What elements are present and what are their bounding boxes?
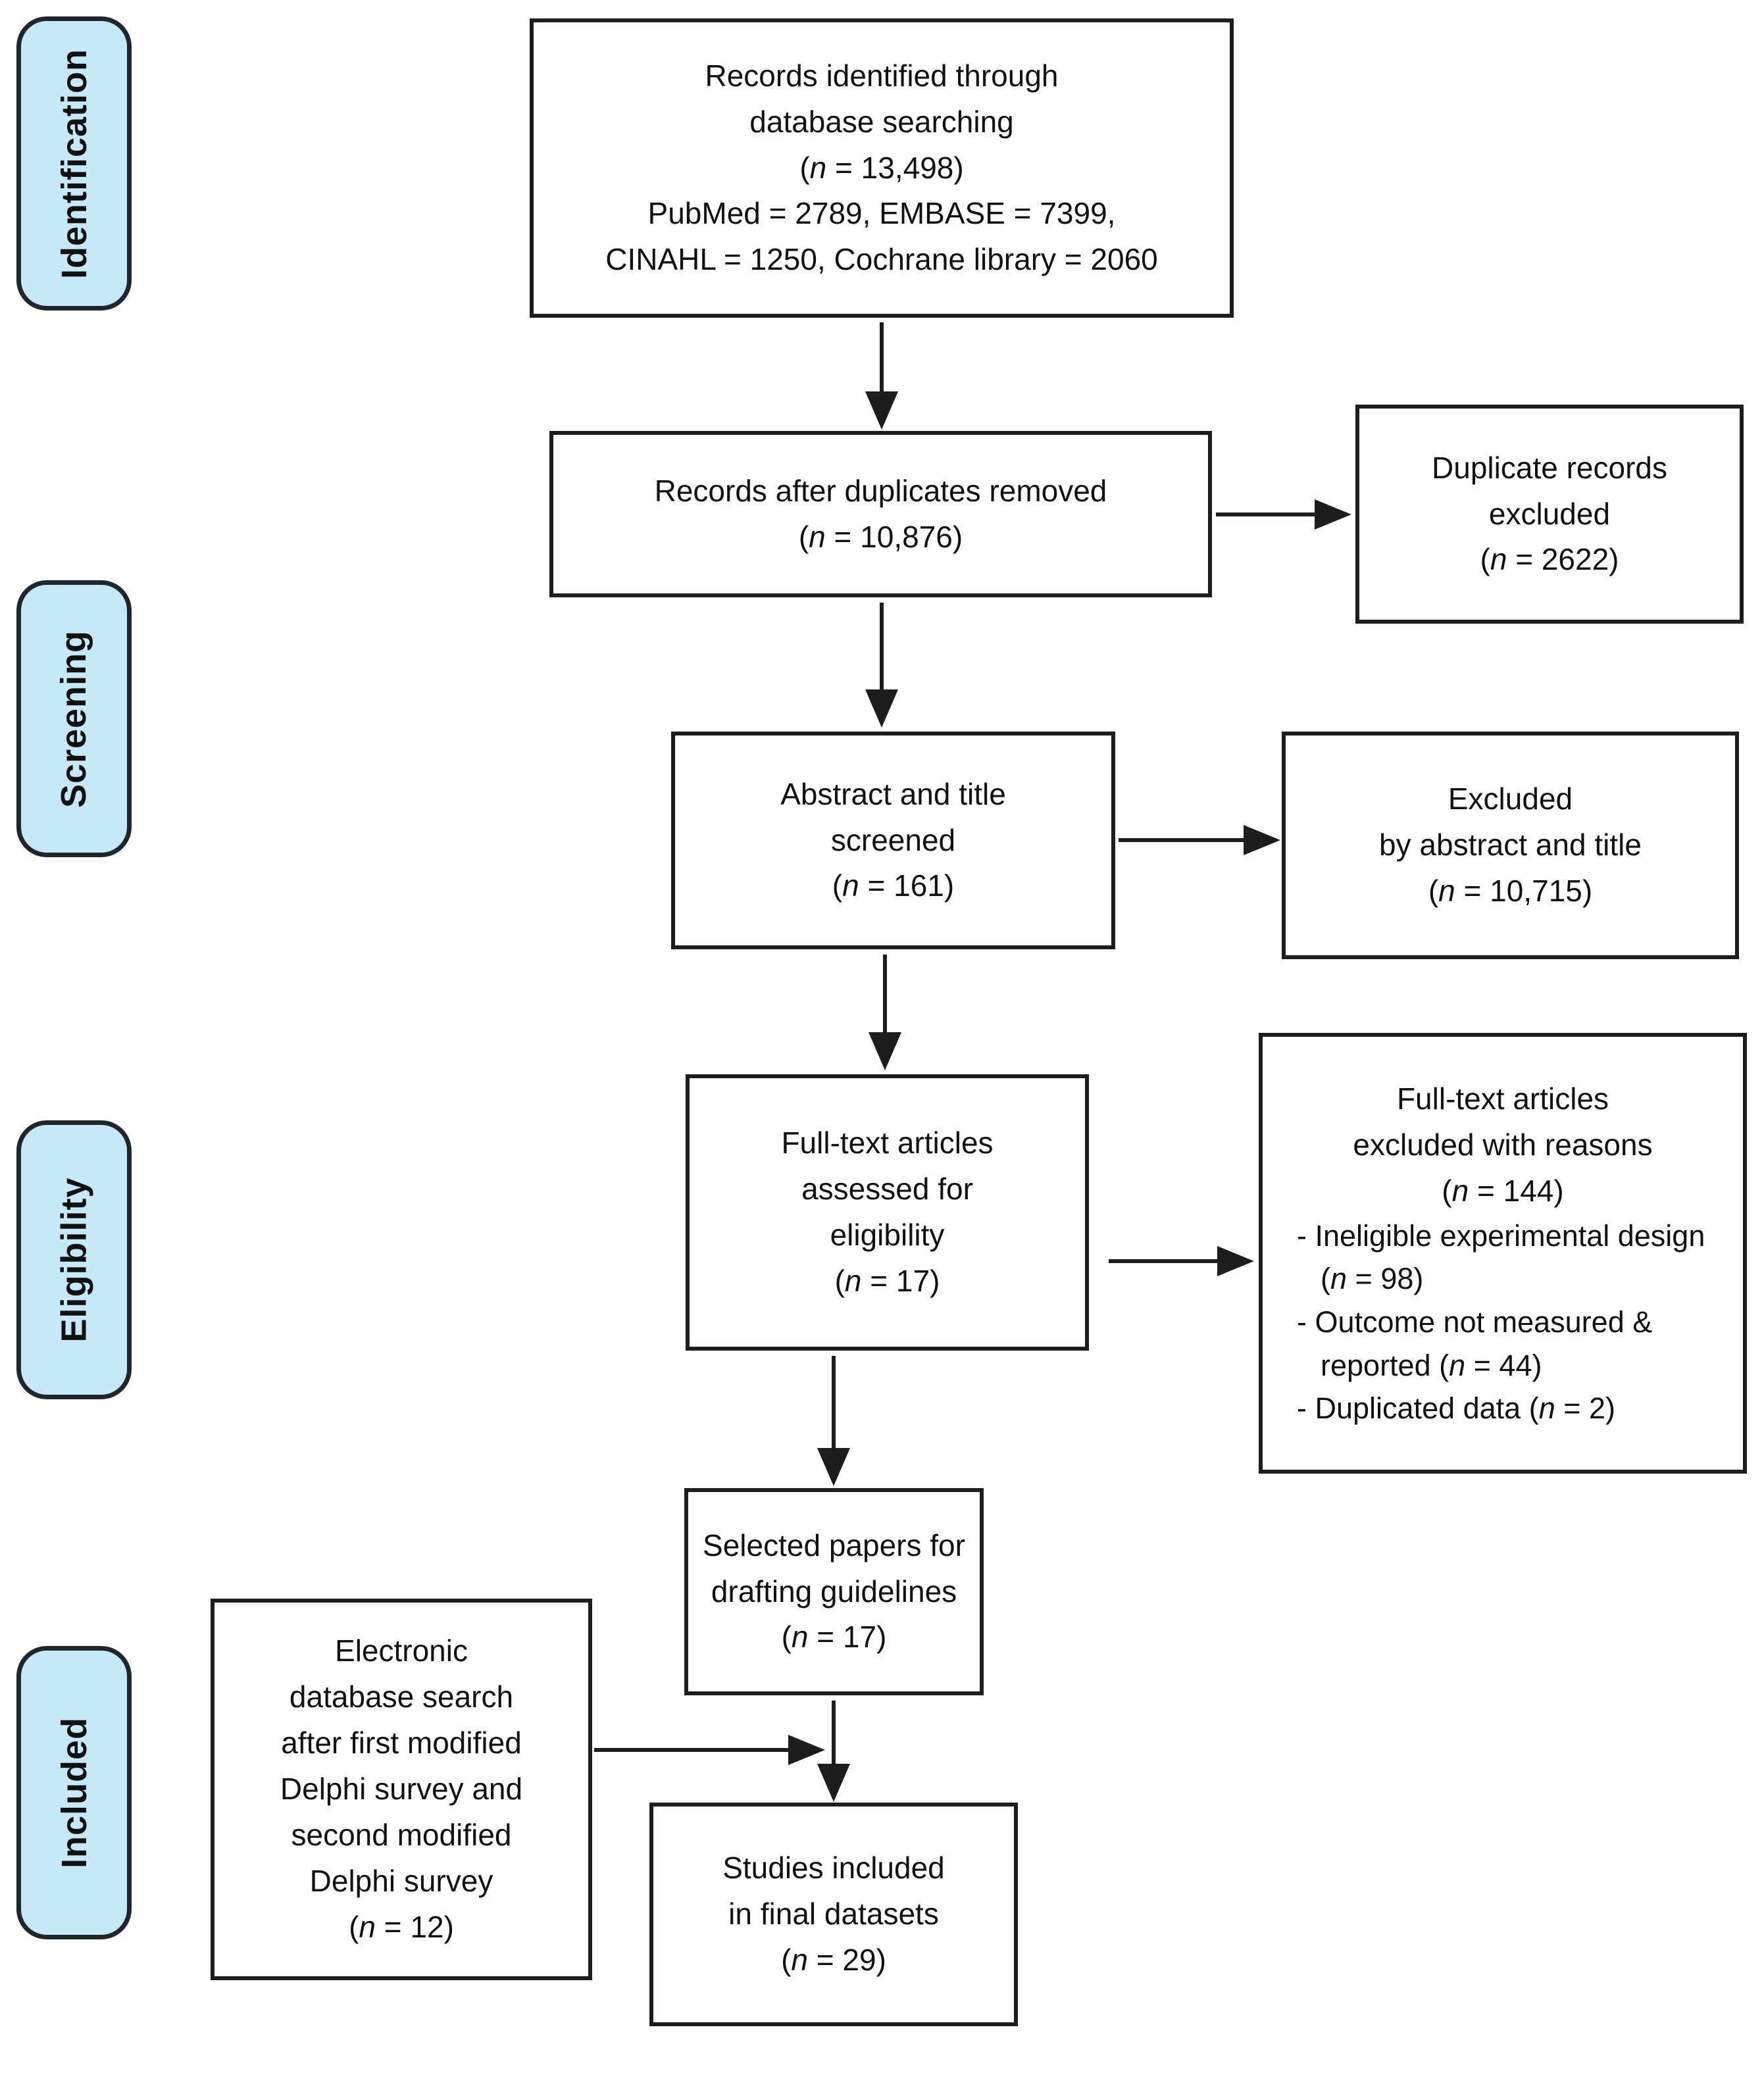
stage-label-eligibility: Eligibility (54, 1177, 94, 1343)
stage-band-included: Included (16, 1646, 132, 1939)
arrow-delphi-to-studies-included (594, 1748, 788, 1752)
arrow-after-duplicates-to-screened (880, 603, 884, 689)
arrow-fulltext-to-excluded-reasons (1109, 1259, 1217, 1263)
stage-band-identification: Identification (16, 16, 132, 311)
arrow-selected-to-studies-included (832, 1701, 836, 1764)
box-records-after-duplicates: Records after duplicates removed(n = 10,… (549, 431, 1212, 597)
stage-band-eligibility: Eligibility (16, 1120, 132, 1399)
arrow-identified-to-after-duplicates (880, 322, 884, 391)
arrow-after-duplicates-to-duplicates-excluded (1216, 512, 1315, 516)
stage-band-screening: Screening (16, 580, 132, 857)
stage-label-included: Included (54, 1716, 94, 1869)
arrow-screened-to-fulltext (883, 955, 887, 1032)
stage-label-identification: Identification (54, 48, 94, 279)
arrow-fulltext-to-selected (832, 1356, 836, 1448)
stage-label-screening: Screening (54, 630, 94, 808)
fulltext-excluded-reason-list: - Ineligible experimental design (n = 98… (1297, 1218, 1705, 1426)
arrow-screened-to-excluded-abstract-title (1119, 838, 1244, 842)
